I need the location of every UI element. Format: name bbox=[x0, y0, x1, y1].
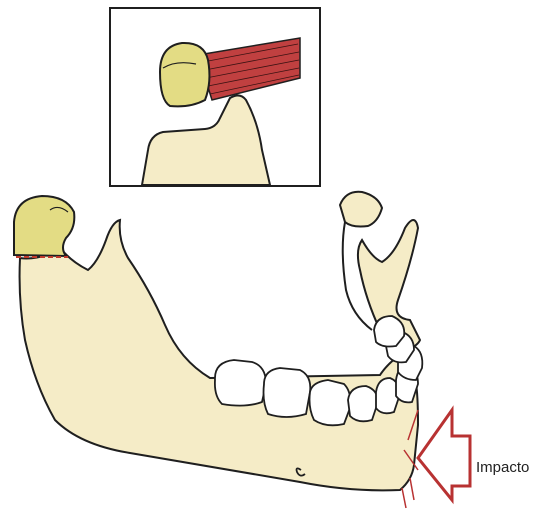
tooth-molar-1 bbox=[215, 360, 266, 406]
tooth-molar-2 bbox=[264, 368, 311, 417]
tooth-molar-3 bbox=[310, 380, 351, 425]
mandible-body bbox=[20, 220, 420, 490]
tooth-incisor-3 bbox=[374, 316, 404, 347]
mandible bbox=[14, 192, 420, 491]
impact-arrow-icon bbox=[418, 410, 470, 500]
inset-condyle bbox=[160, 43, 209, 106]
inset-detail bbox=[110, 8, 320, 186]
left-condyle bbox=[14, 196, 74, 256]
impact-indicator: Impacto bbox=[402, 410, 529, 508]
tooth-premolar-1 bbox=[348, 386, 378, 421]
right-condyle bbox=[340, 192, 382, 227]
impact-label: Impacto bbox=[476, 459, 529, 476]
